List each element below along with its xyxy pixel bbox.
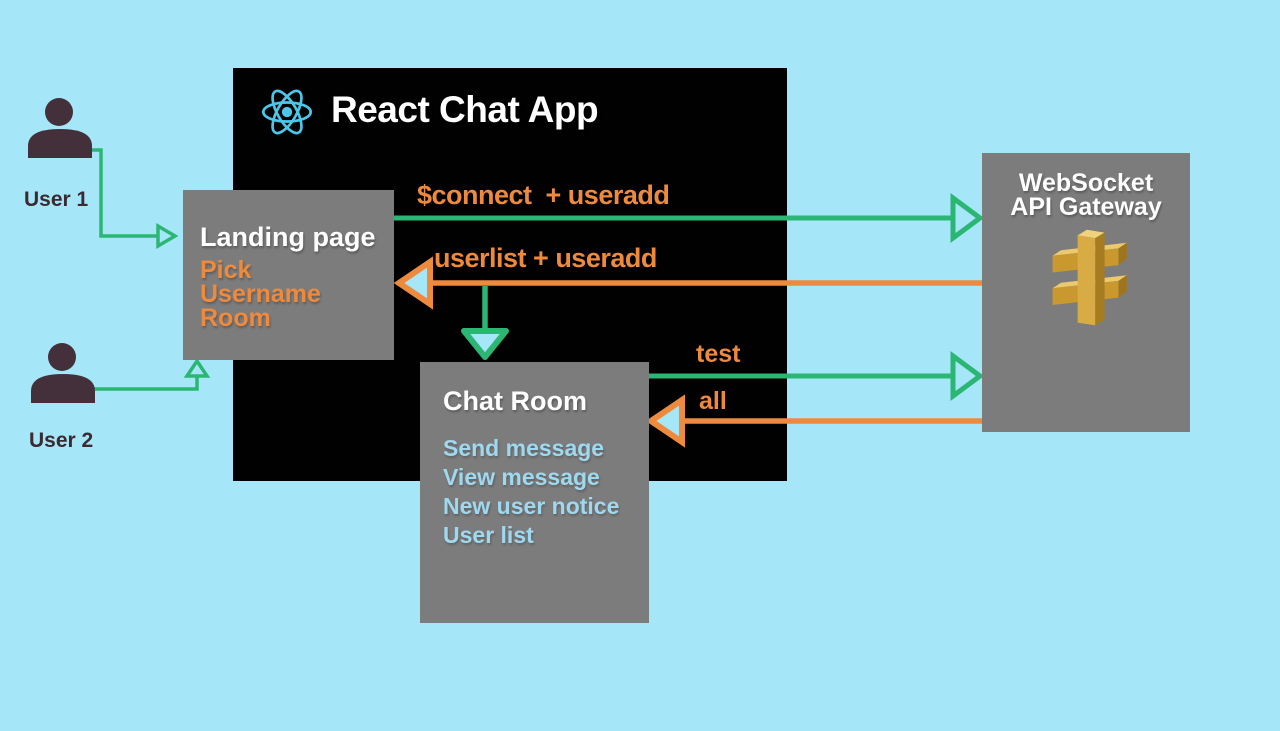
gateway-title-line1: WebSocket [1018,169,1154,197]
arrowhead-right-icon [950,351,985,401]
arrowhead-up-icon [183,357,211,378]
landing-item: Room [200,304,271,332]
arrowhead-right-icon [950,193,985,243]
chat-room-item: View message [443,464,600,490]
gateway-title-line2: API Gateway [1010,193,1162,221]
user-1-label: User 1 [24,188,89,211]
chat-room-item: New user notice [443,493,620,519]
node-api-gateway: WebSocket API Gateway [982,153,1190,432]
app-title: React Chat App [331,89,599,130]
edge-label-all: all [699,387,727,415]
edge-label-connect: $connect + useradd [417,180,670,210]
landing-item: Pick [200,256,252,284]
chat-room-items: Send message View message New user notic… [443,434,649,550]
node-chat-room: Chat Room Send message View message New … [420,362,649,623]
chat-room-title: Chat Room [443,386,587,416]
edge-label-userlist: userlist + useradd [434,243,657,273]
edge-user2-to-landing [88,357,211,391]
react-logo-icon [261,89,313,135]
chat-room-item: User list [443,522,534,548]
gateway-title: WebSocket API Gateway [982,169,1190,221]
node-landing-page: Landing page Pick Username Room [183,190,394,360]
person-icon [31,343,95,403]
chat-room-item: Send message [443,435,605,461]
landing-page-title: Landing page [200,222,376,252]
edge-user1-to-landing [90,148,179,250]
aws-api-gateway-icon [1052,229,1127,326]
edge-label-test: test [696,340,741,368]
user-2-label: User 2 [29,429,94,452]
arrowhead-right-icon [156,222,179,250]
person-icon [28,98,92,158]
landing-item: Username [200,280,321,308]
landing-page-items: Pick Username Room [183,256,394,332]
